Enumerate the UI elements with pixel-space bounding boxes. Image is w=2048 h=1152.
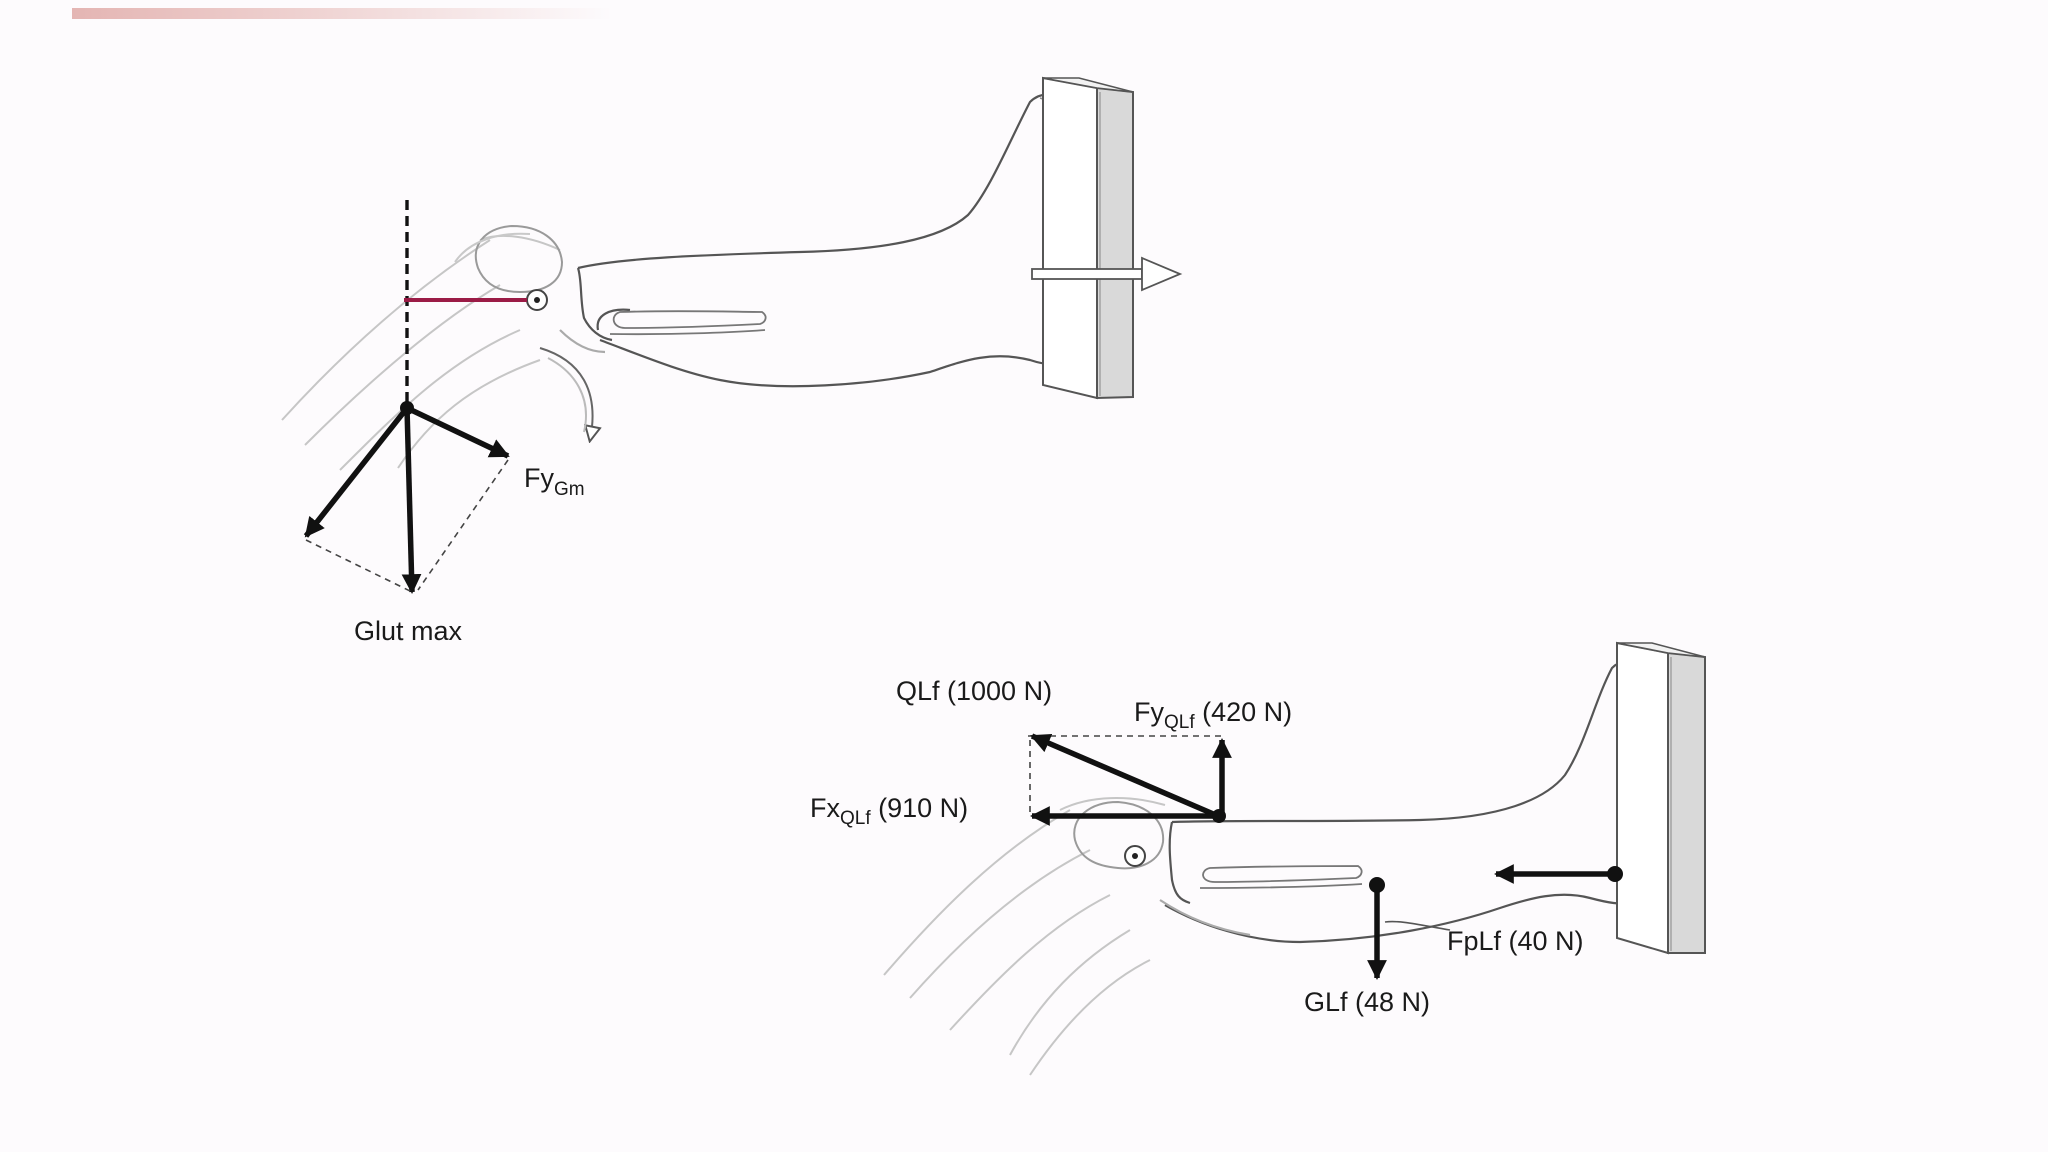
glf-origin-dot — [1369, 877, 1385, 893]
fx-gm-arrow — [303, 406, 410, 538]
qlf-arrow — [1030, 733, 1220, 819]
fplf-origin-dot — [1607, 866, 1623, 882]
top-force-origin-dot — [400, 401, 414, 415]
bottom-parallelogram-dashes — [1028, 735, 1222, 814]
glf-label: GLf (48 N) — [1304, 987, 1430, 1017]
top-thigh-outline — [281, 234, 561, 471]
fplf-leader-line — [1384, 920, 1451, 931]
qlf-label: QLf (1000 N) — [896, 676, 1052, 706]
top-shank-and-foot-outline — [559, 93, 1085, 388]
curved-rotation-arrow-icon — [539, 347, 593, 440]
glut-max-arrow — [401, 407, 422, 594]
top-wall — [1042, 76, 1134, 400]
top-knee-extension-diagram: FyGm Glut max — [281, 76, 1183, 646]
bottom-force-vectors — [1030, 733, 1614, 980]
fx-qlf-label: FxQLf (910 N) — [810, 793, 968, 829]
joint-axis-icon — [1124, 845, 1146, 867]
fy-gm-label: FyGm — [524, 463, 585, 500]
bottom-wall — [1616, 641, 1706, 955]
top-tibia-bones — [609, 310, 767, 336]
hollow-push-arrow-icon — [1031, 256, 1183, 292]
bottom-thigh-outline — [883, 797, 1166, 1076]
joint-axis-icon — [526, 289, 548, 311]
qlf-origin-dot — [1212, 809, 1226, 823]
top-parallelogram-dashes — [305, 459, 509, 593]
top-knee-bones — [454, 224, 564, 294]
slide-top-accent-bar — [72, 8, 612, 19]
fy-qlf-label: FyQLf (420 N) — [1134, 697, 1292, 733]
glut-max-label: Glut max — [354, 616, 463, 646]
bottom-knee-bones — [1073, 800, 1165, 870]
fy-gm-arrow — [405, 405, 510, 459]
bottom-knee-diagram: QLf (1000 N) FyQLf (420 N) FxQLf (910 N)… — [810, 641, 1706, 1076]
top-force-vectors — [303, 405, 510, 594]
fplf-label: FpLf (40 N) — [1447, 926, 1584, 956]
bottom-tibia-bones — [1199, 865, 1363, 889]
